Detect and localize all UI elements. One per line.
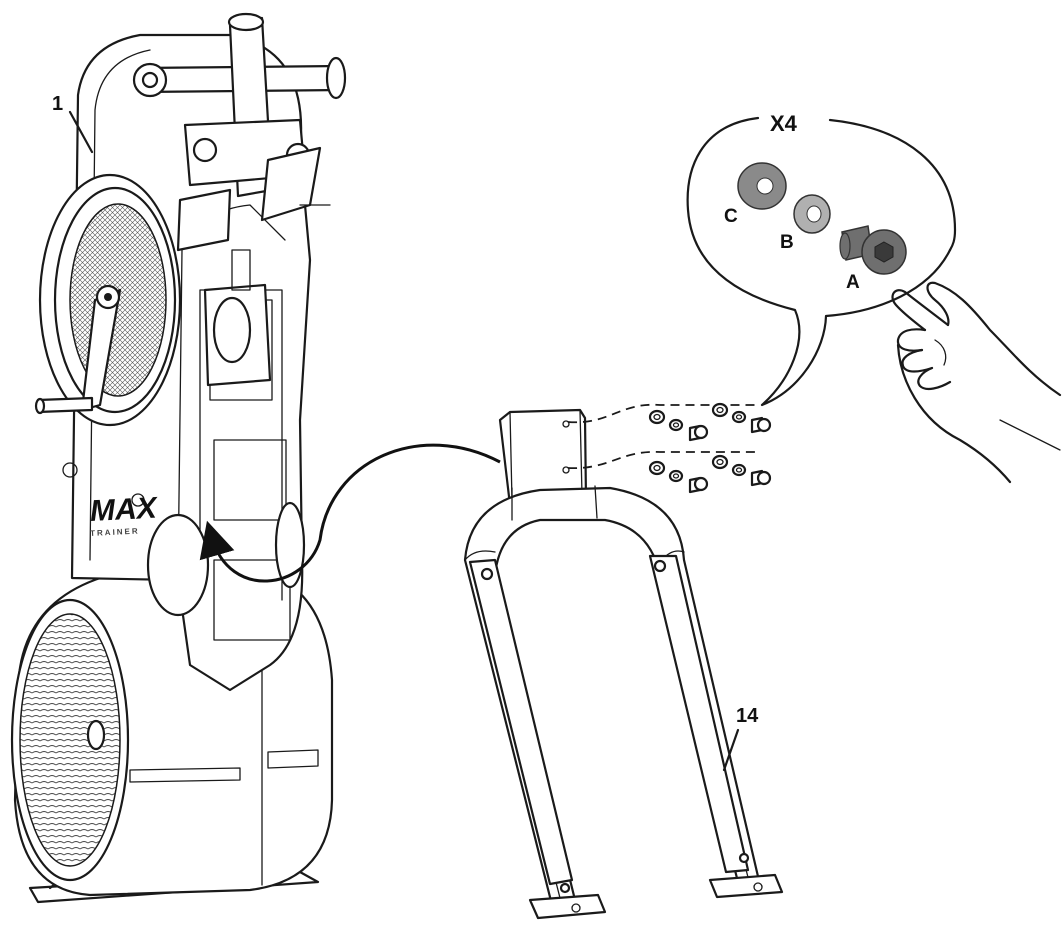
machine-body: MAX TRAINER 1 [10, 12, 347, 904]
label-part-a: A [846, 272, 860, 293]
rear-stabilizer-stand: 14 [463, 408, 784, 920]
brand-logo: MAX TRAINER [89, 491, 159, 538]
callout-bubble: X4 C B A [686, 111, 957, 407]
bolt-a: A [839, 225, 907, 293]
label-part-c: C [724, 206, 738, 227]
washer-c: C [724, 162, 787, 227]
brand-subtext: TRAINER [90, 526, 140, 538]
hand-icon [891, 281, 1062, 484]
hardware-row-lower [648, 454, 772, 494]
brand-text: MAX [89, 491, 159, 528]
quantity-label: X4 [770, 111, 798, 136]
label-part-14: 14 [736, 705, 759, 727]
hardware-row-upper [648, 402, 772, 442]
arrow-icon [199, 443, 501, 583]
washer-b: B [780, 194, 831, 253]
hardware-small-set [648, 402, 772, 494]
label-part-b: B [780, 232, 794, 253]
label-part-1: 1 [52, 93, 63, 115]
bolt-guide-lines [567, 403, 760, 469]
